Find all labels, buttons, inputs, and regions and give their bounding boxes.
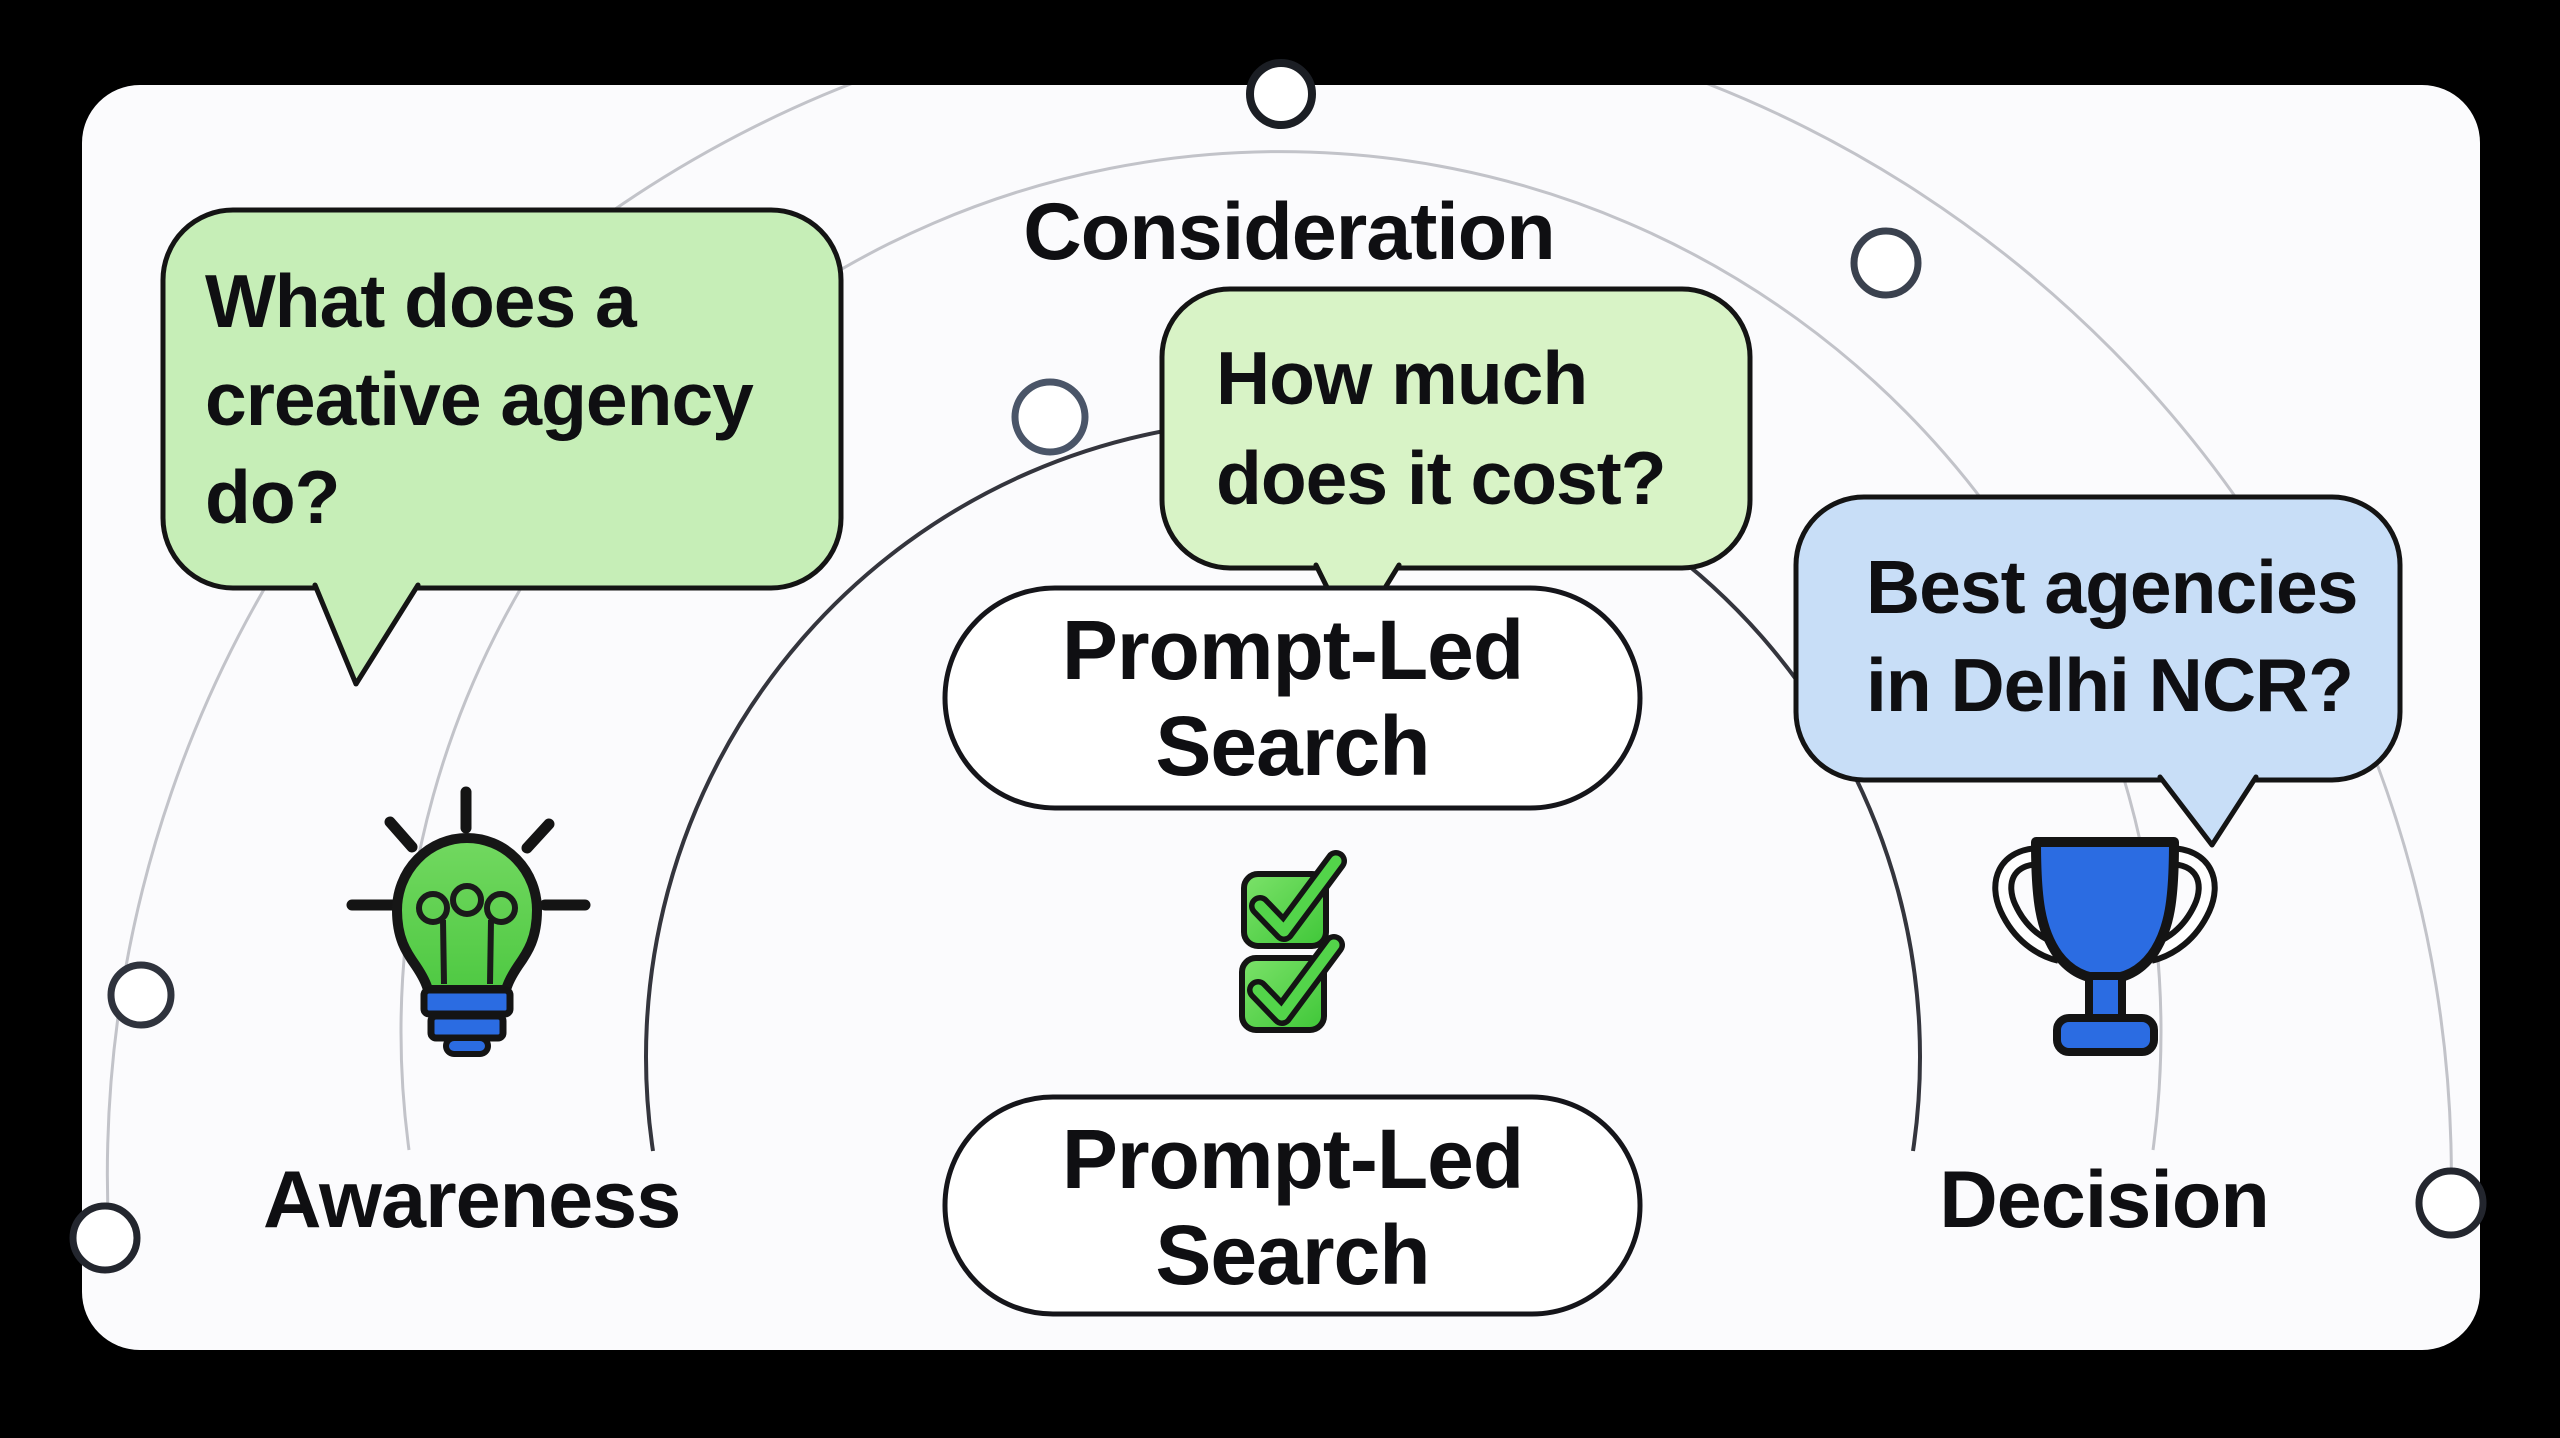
lightbulb-filament xyxy=(416,883,518,985)
trophy-base xyxy=(2053,1014,2158,1056)
trophy-cup xyxy=(2031,837,2179,984)
decision-bubble-line-2: in Delhi NCR? xyxy=(1866,643,2354,727)
decision-speech-bubble xyxy=(1793,494,2403,848)
pill-lower-line-2: Search xyxy=(1155,1208,1430,1302)
node-upper-right-icon xyxy=(1850,227,1922,299)
node-bottom-right-icon xyxy=(2415,1167,2487,1239)
prompt-led-search-upper-text: Prompt-Led Search xyxy=(945,602,1640,794)
consideration-bubble-body xyxy=(1159,286,1753,571)
decision-bubble-line-1: Best agencies xyxy=(1866,545,2358,629)
trophy-handles xyxy=(1992,845,2218,964)
decision-bubble-text: Best agencies in Delhi NCR? xyxy=(1866,538,2358,734)
lightbulb-base-band-1 xyxy=(420,986,514,1018)
checklist-icon xyxy=(1239,850,1347,1033)
lightbulb-base-tip xyxy=(443,1035,491,1057)
lightbulb-rays xyxy=(346,786,591,911)
prompt-led-search-lower-text: Prompt-Led Search xyxy=(945,1111,1640,1303)
prompt-led-search-pill-lower xyxy=(942,1094,1643,1317)
checkmark-1 xyxy=(1254,855,1342,937)
trophy-icon xyxy=(1992,837,2218,1056)
node-top-icon xyxy=(1246,59,1316,129)
checkmark-2 xyxy=(1252,939,1340,1021)
awareness-bubble-body xyxy=(160,207,844,591)
decision-bubble-tail xyxy=(2157,774,2259,848)
node-left-icon xyxy=(107,961,175,1029)
pill-upper-line-2: Search xyxy=(1155,699,1430,793)
node-bottom-left-icon xyxy=(69,1202,141,1274)
pill-upper-line-1: Prompt-Led xyxy=(1061,603,1524,697)
consideration-bubble-line-2: does it cost? xyxy=(1216,436,1667,520)
awareness-bubble-line-3: do? xyxy=(205,455,340,539)
decision-bubble-body xyxy=(1793,494,2403,783)
awareness-bubble-line-2: creative agency xyxy=(205,357,754,441)
awareness-speech-bubble xyxy=(160,207,844,687)
consideration-bubble-line-1: How much xyxy=(1216,336,1588,420)
awareness-bubble-tail xyxy=(312,582,421,687)
lightbulb-icon xyxy=(346,786,591,1057)
stage-label-consideration: Consideration xyxy=(1023,187,1556,277)
prompt-led-search-pill-upper xyxy=(942,585,1643,811)
consideration-bubble-text: How much does it cost? xyxy=(1216,328,1667,528)
awareness-bubble-line-1: What does a xyxy=(205,259,637,343)
lightbulb-base-band-2 xyxy=(427,1012,507,1042)
stage-label-decision: Decision xyxy=(1939,1155,2270,1245)
pill-lower-line-1: Prompt-Led xyxy=(1061,1112,1524,1206)
awareness-bubble-text: What does a creative agency do? xyxy=(205,252,754,546)
node-middle-left-icon xyxy=(1011,378,1089,456)
stage-label-awareness: Awareness xyxy=(263,1155,681,1245)
